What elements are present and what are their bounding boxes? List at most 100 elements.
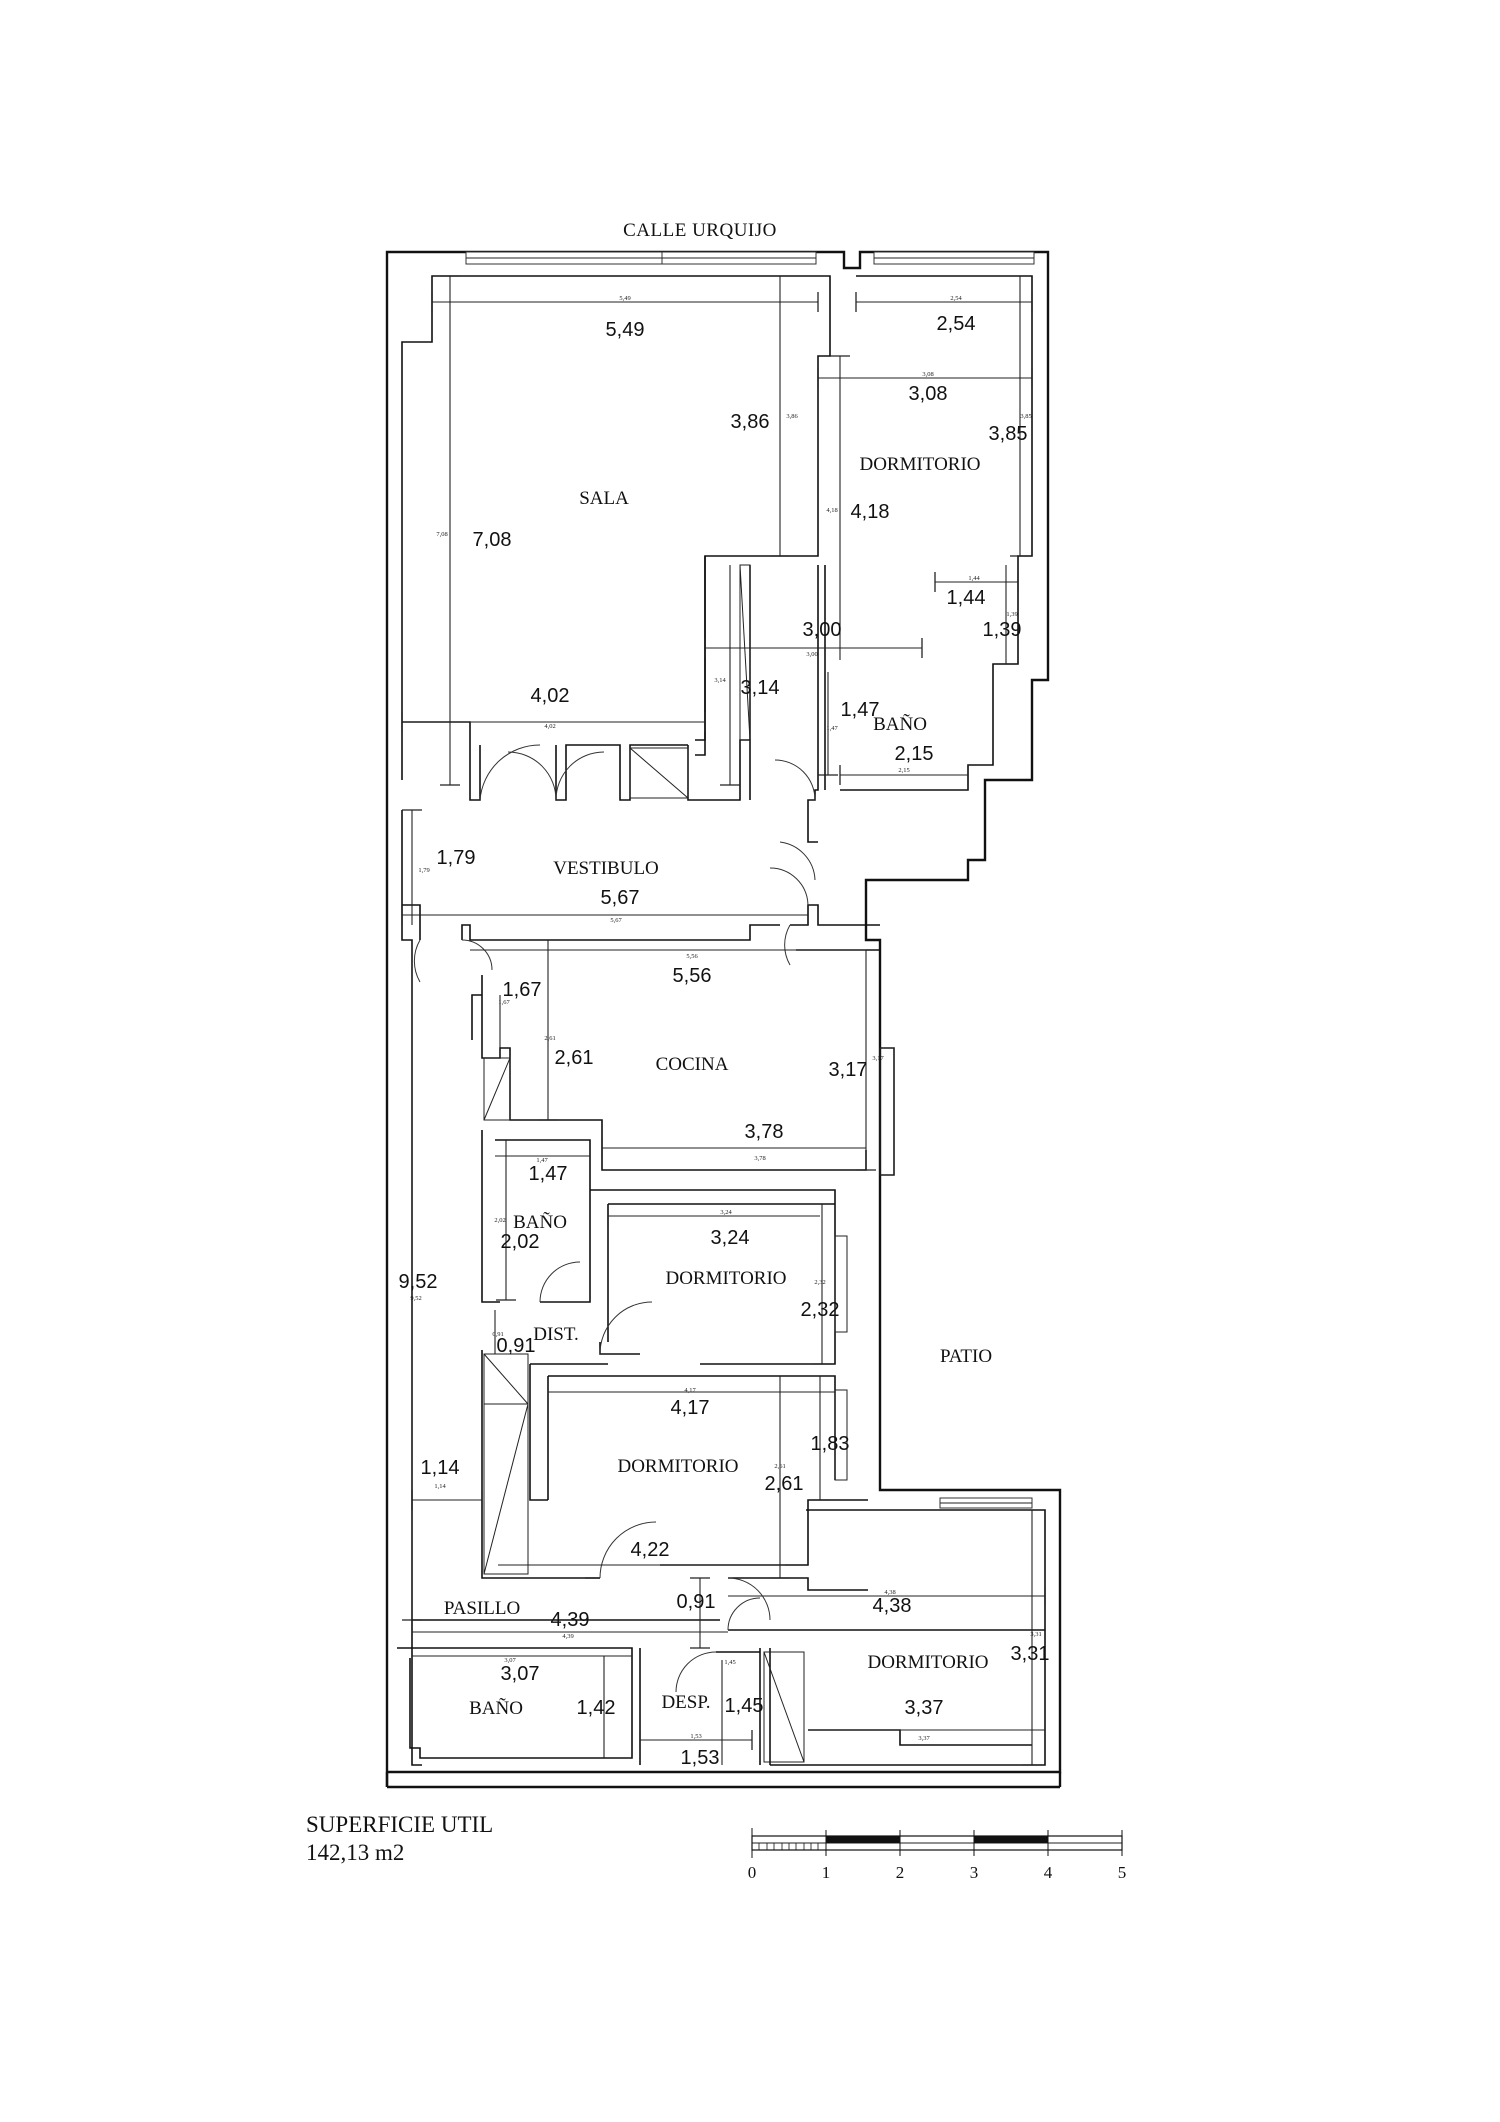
scale-label-1: 1 [822, 1863, 831, 1882]
dim-dorm2-width: 3,24 [711, 1227, 750, 1249]
dim-dorm1-height-right: 3,85 [989, 423, 1028, 445]
room-vestibulo: VESTIBULO [553, 858, 659, 879]
dim-sala-right-height: 3,86 [731, 411, 770, 433]
dim-small-bano1-height: 1,47 [826, 725, 838, 732]
room-labels: SALA DORMITORIO BAÑO VESTIBULO COCINA BA… [444, 454, 992, 1719]
dim-small-dorm1-height-left: 4,18 [826, 507, 837, 514]
dim-small-dorm4-width-top: 4,38 [884, 1589, 895, 1596]
room-patio: PATIO [940, 1346, 992, 1367]
room-dist: DIST. [533, 1324, 579, 1345]
dim-vestibulo-height: 1,79 [437, 847, 476, 869]
dim-small-cocina-width-bottom: 3,78 [754, 1155, 765, 1162]
room-dormitorio-3: DORMITORIO [617, 1456, 738, 1477]
closets [483, 564, 895, 1763]
dim-small-sala-height: 7,08 [436, 531, 447, 538]
dim-small-bano3-width: 3,07 [504, 1657, 516, 1664]
dim-bano1-niche-height: 1,39 [983, 619, 1022, 641]
street-windows [465, 251, 1035, 1509]
dim-small-dorm3-width-top: 4,17 [684, 1387, 696, 1394]
dim-small-bano1-niche-height: 1,39 [1006, 611, 1017, 618]
dim-corridor-width: 1,14 [421, 1457, 460, 1479]
dim-desp-height: 1,45 [725, 1695, 764, 1717]
scale-label-2: 2 [896, 1863, 905, 1882]
dimension-values-small: 5,49 3,86 7,08 4,02 3,14 2,54 3,08 3,85 … [410, 295, 1041, 1742]
interior-walls [397, 556, 1046, 1766]
dim-dorm3-height: 2,61 [765, 1473, 804, 1495]
dim-small-vestibulo-width: 5,67 [610, 917, 622, 924]
dim-small-dorm1-width-bottom: 3,00 [806, 651, 817, 658]
dim-cocina-height-right: 3,17 [829, 1059, 868, 1081]
dimension-lines [401, 275, 1046, 1766]
dim-cocina-entry-width: 1,67 [503, 979, 542, 1001]
dim-small-desp-width: 1,53 [690, 1733, 701, 1740]
dim-small-cocina-width-top: 5,56 [686, 953, 698, 960]
room-dormitorio-4: DORMITORIO [867, 1652, 988, 1673]
surface-label: SUPERFICIE UTIL [306, 1812, 493, 1837]
dim-pasillo-passage: 0,91 [677, 1591, 716, 1613]
dim-small-corridor-width: 1,14 [434, 1483, 446, 1490]
dim-small-sala-width-top: 5,49 [619, 295, 630, 302]
dim-pasillo-length: 4,39 [551, 1609, 590, 1631]
dim-small-dorm1-width-mid: 3,08 [922, 371, 933, 378]
dim-cocina-width-top: 5,56 [673, 965, 712, 987]
room-bano-3: BAÑO [469, 1697, 523, 1719]
room-pasillo: PASILLO [444, 1598, 520, 1619]
scale-label-0: 0 [748, 1863, 757, 1882]
dim-small-sala-width-bottom: 4,02 [544, 723, 555, 730]
scale-label-4: 4 [1044, 1863, 1053, 1882]
dim-small-bano1-niche-width: 1,44 [968, 575, 980, 582]
dim-small-bano2-height: 2,02 [494, 1217, 505, 1224]
dim-dorm1-width-bottom: 3,00 [803, 619, 842, 641]
dim-small-cocina-height-left: 2,61 [544, 1035, 555, 1042]
dim-corridor-length: 9,52 [399, 1271, 438, 1293]
dimension-values: 5,49 3,86 7,08 4,02 3,14 2,54 3,08 3,85 … [399, 313, 1050, 1769]
dim-bano2-height: 2,02 [501, 1231, 540, 1253]
dim-small-dorm3-height: 2,61 [774, 1463, 785, 1470]
dim-small-bano1-width: 2,15 [898, 767, 909, 774]
dim-bano3-width: 3,07 [501, 1663, 540, 1685]
dim-bano1-width: 2,15 [895, 743, 934, 765]
dim-dorm1-height-left: 4,18 [851, 501, 890, 523]
dim-dorm4-height: 3,31 [1011, 1643, 1050, 1665]
dim-bano1-height: 1,47 [841, 699, 880, 721]
door-swings [413, 744, 816, 1693]
dim-small-dorm1-height-right: 3,85 [1020, 413, 1031, 420]
scale-label-5: 5 [1118, 1863, 1127, 1882]
room-bano-2: BAÑO [513, 1211, 567, 1233]
dim-sala-passage-height: 3,14 [741, 677, 780, 699]
surface-value: 142,13 m2 [306, 1840, 404, 1865]
dim-small-dorm2-width: 3,24 [720, 1209, 732, 1216]
dim-dist-width: 0,91 [497, 1335, 536, 1357]
dim-dorm3-width-bottom: 4,22 [631, 1539, 670, 1561]
room-bano-1: BAÑO [873, 713, 927, 735]
dim-small-dist-width: 0,91 [492, 1331, 503, 1338]
dim-dorm4-width-bottom: 3,37 [905, 1697, 944, 1719]
dim-dorm1-width-top: 2,54 [937, 313, 976, 335]
dim-small-cocina-height-right: 3,17 [872, 1055, 884, 1062]
dim-small-pasillo-length: 4,39 [562, 1633, 573, 1640]
dim-dorm4-width-top: 4,38 [873, 1595, 912, 1617]
dim-small-dorm2-height: 2,32 [814, 1279, 825, 1286]
room-dormitorio-2: DORMITORIO [665, 1268, 786, 1289]
room-sala: SALA [579, 488, 629, 509]
dim-dorm3-height-right: 1,83 [811, 1433, 850, 1455]
dim-small-corridor-length: 9,52 [410, 1295, 421, 1302]
dim-small-bano2-width: 1,47 [536, 1157, 548, 1164]
dim-vestibulo-width: 5,67 [601, 887, 640, 909]
dim-sala-height: 7,08 [473, 529, 512, 551]
dim-bano3-height: 1,42 [577, 1697, 616, 1719]
dim-small-desp-height: 1,45 [724, 1659, 735, 1666]
dim-dorm3-width-top: 4,17 [671, 1397, 710, 1419]
scale-bar: 0 1 2 3 4 5 [748, 1828, 1127, 1882]
dim-small-dorm1-width-top: 2,54 [950, 295, 962, 302]
dim-small-sala-right-height: 3,86 [786, 413, 798, 420]
room-cocina: COCINA [656, 1054, 729, 1075]
scale-label-3: 3 [970, 1863, 979, 1882]
dim-desp-width: 1,53 [681, 1747, 720, 1769]
dim-small-cocina-entry-width: 1,67 [498, 999, 510, 1006]
dim-bano2-width: 1,47 [529, 1163, 568, 1185]
street-name: CALLE URQUIJO [623, 220, 777, 241]
dim-small-sala-passage-height: 3,14 [714, 677, 726, 684]
dim-small-vestibulo-height: 1,79 [418, 867, 429, 874]
dim-small-dorm4-width-bottom: 3,37 [918, 1735, 930, 1742]
